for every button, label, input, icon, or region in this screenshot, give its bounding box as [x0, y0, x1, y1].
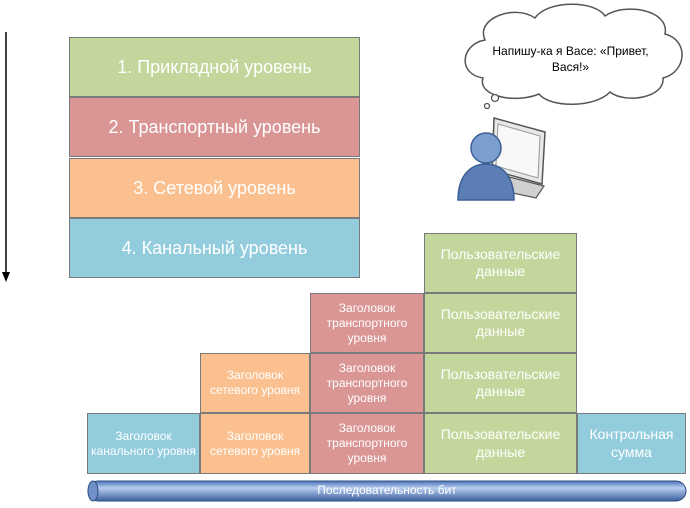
bitstream-pipe-icon: [87, 480, 687, 502]
layer-network: 3. Сетевой уровень: [69, 158, 360, 218]
checksum: Контрольная сумма: [577, 413, 686, 474]
transport-header-network: Заголовок транспортного уровня: [310, 353, 424, 413]
transport-header-transport: Заголовок транспортного уровня: [310, 293, 424, 353]
network-header-link: Заголовок сетевого уровня: [200, 413, 310, 474]
speech-text: Напишу-ка я Васе: «Привет, Вася!»: [492, 44, 649, 74]
user-at-laptop-icon: [457, 117, 546, 201]
user-data-application: Пользовательские данные: [424, 233, 577, 293]
user-data-network: Пользовательские данные: [424, 353, 577, 413]
network-header-network: Заголовок сетевого уровня: [200, 353, 310, 413]
link-header: Заголовок канального уровня: [87, 413, 200, 474]
layer-application: 1. Прикладной уровень: [69, 37, 360, 97]
thought-cloud-icon: [464, 3, 683, 110]
layer-transport: 2. Транспортный уровень: [69, 97, 360, 157]
layer-link: 4. Канальный уровень: [69, 218, 360, 278]
bitstream-label: Последовательность бит: [317, 483, 457, 497]
user-data-transport: Пользовательские данные: [424, 293, 577, 353]
user-data-link: Пользовательские данные: [424, 413, 577, 474]
down-arrow-icon: [2, 32, 10, 282]
transport-header-link: Заголовок транспортного уровня: [310, 413, 424, 474]
